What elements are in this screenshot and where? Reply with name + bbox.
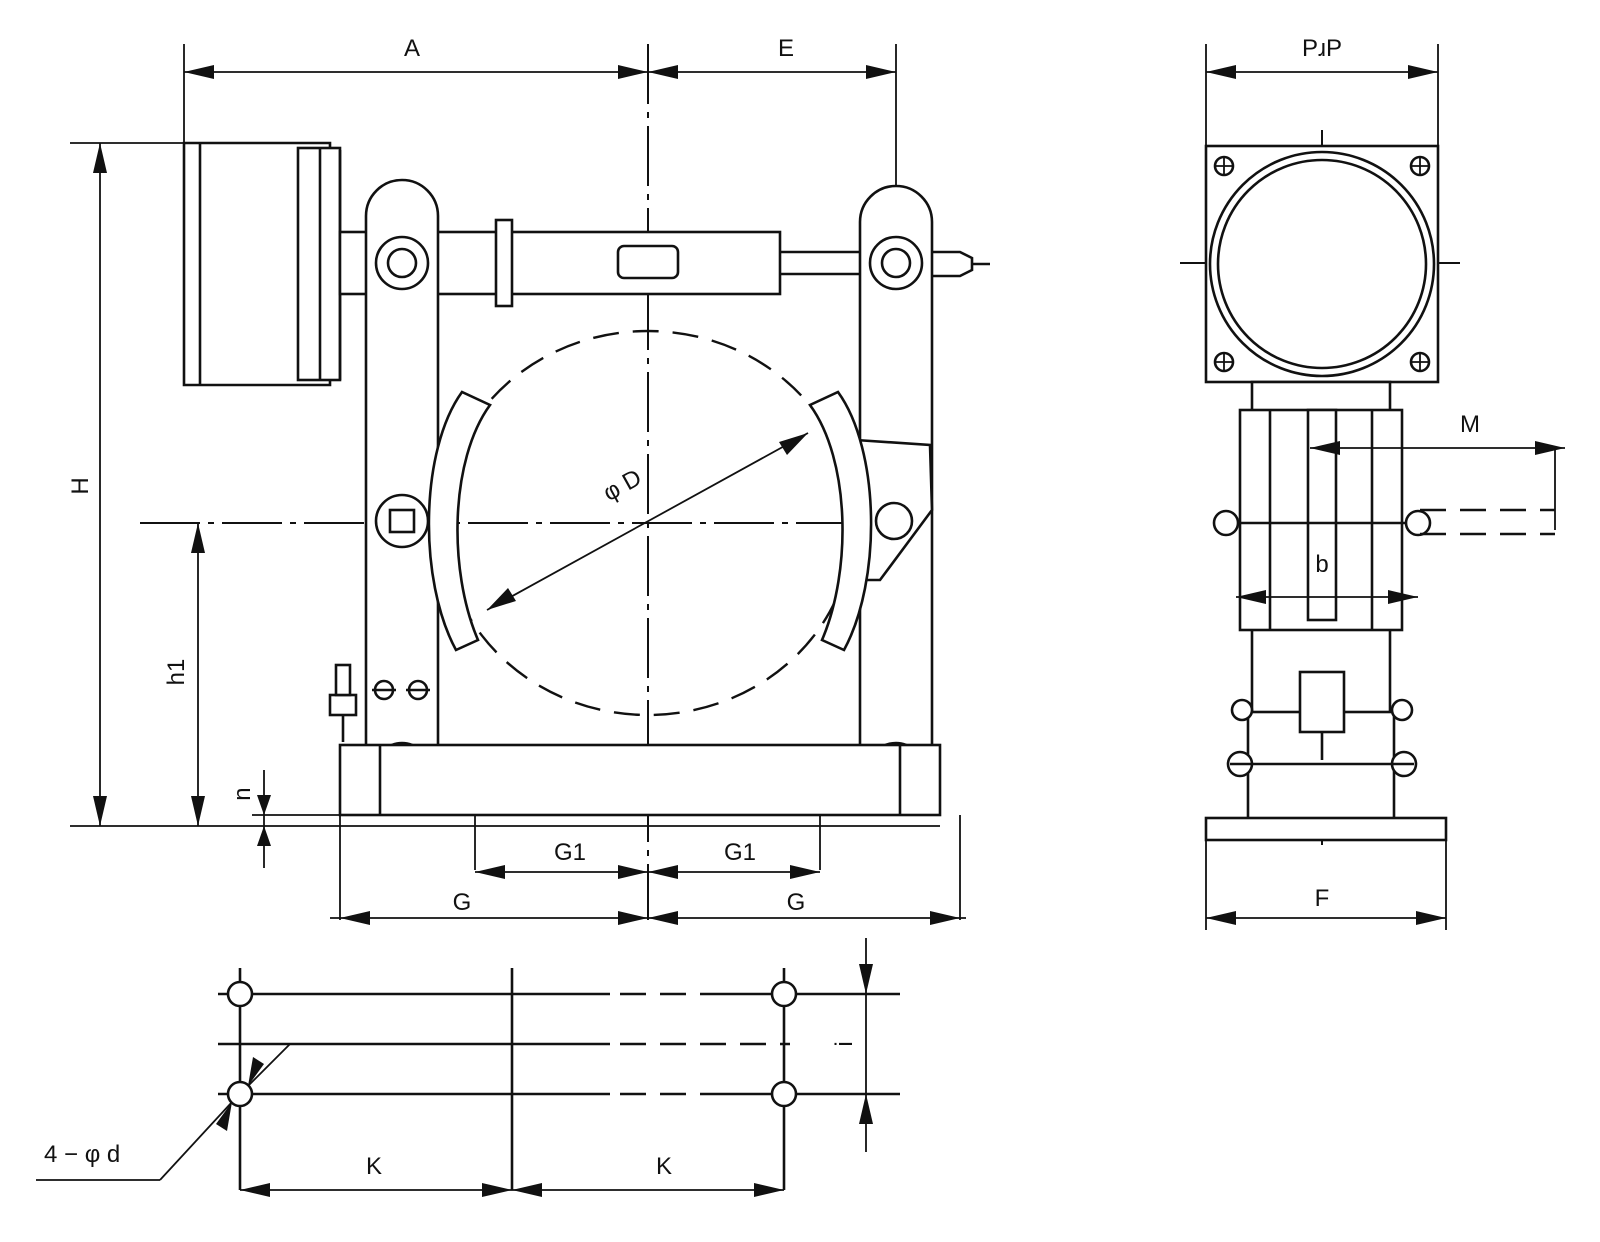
label-A: A [404,35,420,62]
dim-G: G G [330,889,966,925]
mount-hole [226,980,254,1008]
base-frame [70,743,961,920]
label-E: E [778,35,794,62]
thruster-end-view [1204,144,1440,384]
dim-G1: G1 G1 [475,839,820,879]
label-phiD: φ D [599,464,647,507]
side-base-plate [1204,816,1448,842]
label-K-left: K [366,1153,382,1180]
left-brake-shoe [427,390,492,652]
mounting-hole-plan: 4 − φ d i K K [36,938,900,1197]
label-G1-left: G1 [554,839,586,866]
label-F: F [1315,885,1330,912]
dim-b: b [1236,551,1418,604]
label-K-right: K [656,1153,672,1180]
thruster-motor [70,141,342,387]
mount-hole [226,1080,254,1108]
dim-A: A [183,35,648,143]
dim-PuP: PɹP [1205,35,1439,146]
arms-side [1212,380,1432,824]
label-i: i [831,1041,858,1046]
label-G1-right: G1 [724,839,756,866]
dim-F: F [1206,885,1446,925]
label-G-right: G [787,889,806,916]
front-view: A E H h1 n [67,35,990,925]
dim-H: H [67,143,107,826]
dim-E: E [648,35,897,186]
dim-n: n [229,770,340,868]
side-view: PɹP M b F [1180,35,1565,930]
dim-i: i [831,938,873,1152]
label-G-left: G [453,889,472,916]
label-n: n [229,787,256,800]
right-brake-shoe [808,390,873,652]
label-b: b [1315,551,1328,578]
label-h1: h1 [163,659,190,686]
dim-M: M [1310,411,1565,536]
label-H: H [67,477,94,494]
label-M: M [1460,411,1480,438]
label-PuP: PɹP [1302,35,1342,62]
mount-hole [770,1080,798,1108]
mount-hole [770,980,798,1008]
dim-h1: h1 [163,523,205,826]
dim-K: K K [240,1153,784,1197]
label-4-phid: 4 − φ d [44,1141,120,1168]
